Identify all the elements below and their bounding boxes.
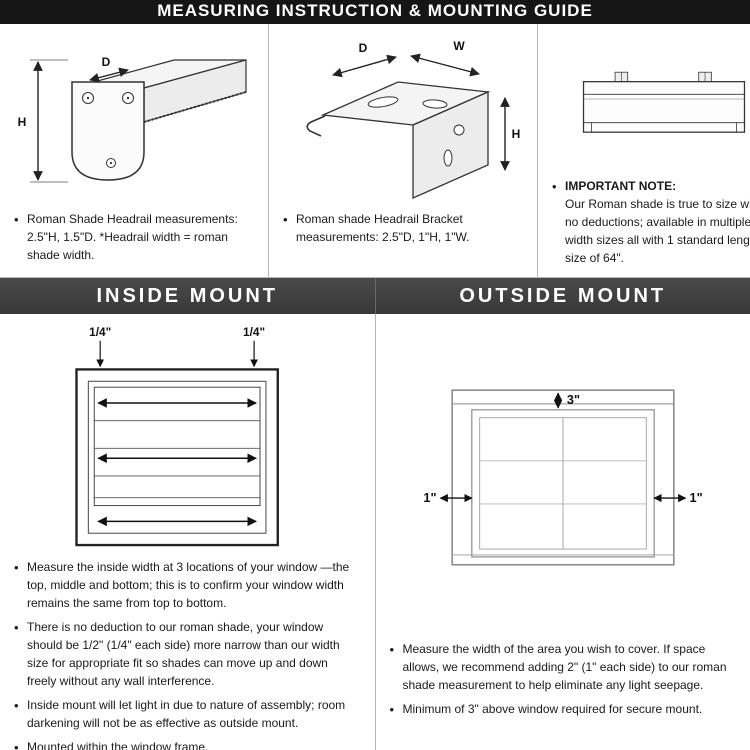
headrail-note-text: Roman Shade Headrail measurements: 2.5"H… bbox=[27, 212, 238, 262]
outside-mount-notes: Measure the width of the area you wish t… bbox=[390, 640, 737, 720]
inside-mount-note-text: There is no deduction to our roman shade… bbox=[27, 620, 340, 688]
bracket-note-item: Roman shade Headrail Bracket measurement… bbox=[283, 210, 523, 246]
outside-shade bbox=[451, 389, 675, 566]
outside-mount-note-text: Measure the width of the area you wish t… bbox=[402, 642, 727, 692]
headrail-front-diagram bbox=[582, 71, 746, 133]
outside-right-label: 1" bbox=[689, 490, 702, 505]
inside-mount-notes: Measure the inside width at 3 locations … bbox=[14, 558, 361, 750]
mount-section-headers: INSIDE MOUNT OUTSIDE MOUNT bbox=[0, 278, 750, 314]
important-note-heading: IMPORTANT NOTE: bbox=[565, 179, 677, 193]
bracket-dimension-w: W bbox=[453, 39, 465, 53]
headrail-diagram: D H bbox=[18, 55, 247, 183]
inside-mount-note-item: Measure the inside width at 3 locations … bbox=[14, 558, 361, 612]
important-note-panel: IMPORTANT NOTE: Our Roman shade is true … bbox=[537, 24, 750, 277]
page-title-text: MEASURING INSTRUCTION & MOUNTING GUIDE bbox=[157, 1, 593, 20]
outside-top-label: 3" bbox=[567, 392, 580, 407]
headrail-dimension-h: H bbox=[18, 115, 27, 129]
bracket-diagram: D W H bbox=[306, 39, 521, 199]
outside-mount-panel: 3" 1" 1" Measure the width of the area y… bbox=[374, 314, 750, 750]
top-diagram-row: D H Roman Shade Headrail measurements: 2… bbox=[0, 24, 750, 278]
inside-window-frame bbox=[75, 368, 280, 547]
inside-mount-note-text: Measure the inside width at 3 locations … bbox=[27, 560, 350, 610]
inside-mount-note-item: Inside mount will let light in due to na… bbox=[14, 696, 361, 732]
inside-shade bbox=[94, 386, 261, 507]
inside-mount-diagram: 1/4" 1/4" bbox=[75, 325, 280, 547]
outside-left-label: 1" bbox=[423, 490, 436, 505]
inside-mount-note-item: Mounted within the window frame. bbox=[14, 738, 361, 750]
bracket-notes: Roman shade Headrail Bracket measurement… bbox=[283, 210, 523, 246]
outside-mount-note-item: Measure the width of the area you wish t… bbox=[390, 640, 737, 694]
headrail-front-body bbox=[582, 81, 746, 133]
headrail-dimension-d: D bbox=[102, 55, 111, 69]
inside-mount-panel: 1/4" 1/4" bbox=[0, 314, 375, 750]
important-notes: IMPORTANT NOTE: Our Roman shade is true … bbox=[552, 177, 750, 267]
important-note-body: Our Roman shade is true to size with no … bbox=[565, 197, 750, 265]
outside-mount-diagram: 3" 1" 1" bbox=[423, 389, 702, 566]
outside-window-frame bbox=[470, 409, 655, 558]
mount-content-row: 1/4" 1/4" bbox=[0, 314, 750, 750]
important-note-item: IMPORTANT NOTE: Our Roman shade is true … bbox=[552, 177, 750, 267]
bracket-panel: D W H Roman shade Headrail Bracket measu… bbox=[268, 24, 537, 277]
bracket-dimension-h: H bbox=[512, 127, 521, 141]
inside-mount-note-item: There is no deduction to our roman shade… bbox=[14, 618, 361, 690]
headrail-endcap bbox=[71, 81, 145, 181]
headrail-panel: D H Roman Shade Headrail measurements: 2… bbox=[0, 24, 268, 277]
bracket-hook bbox=[306, 115, 326, 137]
outside-mount-header: OUTSIDE MOUNT bbox=[374, 278, 750, 314]
inside-mount-note-text: Mounted within the window frame. bbox=[27, 740, 209, 750]
page-title: MEASURING INSTRUCTION & MOUNTING GUIDE bbox=[0, 0, 750, 24]
headrail-note-item: Roman Shade Headrail measurements: 2.5"H… bbox=[14, 210, 254, 264]
bracket-note-text: Roman shade Headrail Bracket measurement… bbox=[296, 212, 470, 244]
inside-mount-header: INSIDE MOUNT bbox=[0, 278, 375, 314]
outside-mount-note-text: Minimum of 3" above window required for … bbox=[402, 702, 703, 716]
inside-gap-label-right: 1/4" bbox=[243, 325, 265, 339]
outside-mount-note-item: Minimum of 3" above window required for … bbox=[390, 700, 737, 720]
inside-gap-label-left: 1/4" bbox=[89, 325, 111, 339]
inside-mount-note-text: Inside mount will let light in due to na… bbox=[27, 698, 346, 730]
headrail-notes: Roman Shade Headrail measurements: 2.5"H… bbox=[14, 210, 254, 264]
bracket-dimension-d: D bbox=[359, 41, 368, 55]
